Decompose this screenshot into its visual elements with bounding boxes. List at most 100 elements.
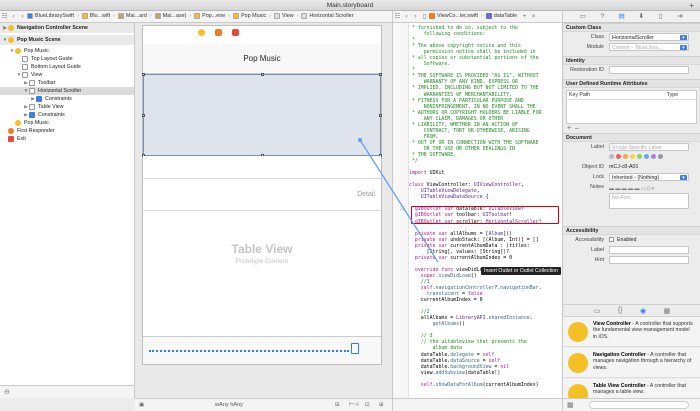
identity-inspector-icon[interactable]: ▤ — [618, 12, 625, 20]
outline-item[interactable]: ▼Pop Music — [0, 47, 134, 55]
resolve-icon[interactable]: ⊡ — [365, 402, 370, 408]
connections-inspector-icon[interactable]: ➔ — [677, 12, 683, 20]
breadcrumb-item[interactable]: Mai...ase)› — [154, 12, 191, 19]
code-line[interactable]: 38 self.navigationController?.navigation… — [409, 285, 562, 291]
ax-label-field[interactable] — [609, 246, 689, 254]
code-line[interactable]: 37 //1 — [409, 279, 562, 285]
swatch-red[interactable] — [616, 154, 621, 159]
code-line[interactable]: 39 currentAlbumIndex = 0 — [409, 297, 562, 303]
swatch-purple[interactable] — [651, 154, 656, 159]
code-line[interactable]: 42 allAlbums = LibraryAPI.sharedInstance… — [409, 315, 562, 321]
code-line[interactable]: Software. — [409, 61, 562, 67]
breadcrumb-item[interactable]: Horizontal Scroller — [301, 12, 353, 19]
library-item[interactable]: Navigation Controller - A controller tha… — [563, 348, 700, 378]
back-button[interactable]: ‹ — [405, 13, 408, 20]
resize-handle[interactable] — [379, 73, 382, 76]
related-items-icon[interactable]: ☷ — [1, 14, 8, 20]
grid-view-icon[interactable]: ▦ — [567, 402, 574, 409]
outline-item[interactable]: ▶Constraints — [0, 111, 134, 119]
storyboard-canvas[interactable]: Pop Music Detail Table View Prototype Co… — [135, 23, 392, 398]
ax-hint-field[interactable] — [609, 256, 689, 264]
horizontal-scroller-view[interactable] — [142, 73, 382, 157]
related-items-icon[interactable]: ☷ — [394, 14, 401, 20]
code-line[interactable]: 51 self.showDataForAlbum(currentAlbumInd… — [409, 382, 562, 388]
code-line[interactable]: FROM, — [409, 134, 562, 140]
breadcrumb-item[interactable]: Blu...wift› — [81, 12, 115, 19]
module-field[interactable]: Current – BlueLibra... — [609, 43, 689, 51]
breadcrumb-item[interactable]: Pop Music› — [233, 12, 271, 19]
size-inspector-icon[interactable]: ▯ — [658, 12, 663, 20]
exit-icon[interactable] — [232, 28, 239, 36]
swatch-none[interactable] — [609, 154, 614, 159]
code-line[interactable]: 11 * The above copyright notice and this — [409, 43, 562, 49]
code-line[interactable]: CONTRACT, TORT OR OTHERWISE, ARISING — [409, 128, 562, 134]
forward-button[interactable]: › — [21, 13, 24, 20]
code-line[interactable]: 47 dataTable.dataSource = self — [409, 358, 562, 364]
udra-table[interactable]: Key Path Type — [566, 90, 697, 124]
code-line[interactable]: NONINFRINGEMENT. IN NO EVENT SHALL THE — [409, 104, 562, 110]
resizing-icon[interactable]: ⊞ — [379, 402, 384, 408]
outline-item[interactable]: ▼Horizontal Scroller — [0, 87, 134, 95]
outline-item[interactable]: ▶Toolbar — [0, 79, 134, 87]
outline-item[interactable]: First Responder — [0, 127, 134, 135]
lock-popup[interactable]: Inherited - (Nothing) — [609, 173, 689, 181]
resize-handle[interactable] — [379, 114, 382, 117]
class-field[interactable]: HorizontalScroller — [609, 33, 689, 41]
disclosure-triangle-icon[interactable]: ▼ — [23, 88, 29, 93]
custom-class-header[interactable]: Custom Class — [563, 23, 700, 32]
code-line[interactable]: WARRANTIES OF MERCHANTABILITY, — [409, 92, 562, 98]
code-line[interactable]: translucent = false — [409, 291, 562, 297]
code-line[interactable]: 41 //2 — [409, 309, 562, 315]
disclosure-triangle-icon[interactable]: ▼ — [9, 48, 15, 53]
notes-format-icons[interactable]: ▬ ▬ ▬ ▬ ▬ ▭ ▯ ≡ — [609, 186, 655, 192]
code-line[interactable]: 44 // 3 — [409, 333, 562, 339]
file-template-icon[interactable]: ▭ — [593, 307, 601, 315]
notes-field[interactable]: No Font — [609, 193, 689, 209]
close-editor-icon[interactable]: × — [531, 13, 536, 20]
code-line[interactable]: 9 * furnished to do so, subject to the — [409, 25, 562, 31]
code-line[interactable]: UITableViewDelegate, — [409, 188, 562, 194]
add-editor-icon[interactable]: + — [522, 13, 527, 20]
disclosure-triangle-icon[interactable]: ▶ — [24, 104, 28, 109]
swatch-blue[interactable] — [644, 154, 649, 159]
filter-icon[interactable]: ⊖ — [4, 389, 10, 396]
outline-item[interactable]: ▼Pop Music Scene — [0, 35, 134, 45]
code-line[interactable]: getAlbums() — [409, 321, 562, 327]
outline-toggle-icon[interactable]: ▣ — [139, 402, 145, 408]
code-line[interactable]: 12 * — [409, 67, 562, 73]
outline-item[interactable]: ▼View — [0, 71, 134, 79]
code-line[interactable]: 14 * IMPLIED, INCLUDING BUT NOT LIMITED … — [409, 85, 562, 91]
forward-button[interactable]: › — [414, 13, 417, 20]
code-line[interactable]: 46 dataTable.delegate = self — [409, 352, 562, 358]
first-responder-icon[interactable] — [215, 28, 222, 36]
library-filter-input[interactable] — [589, 401, 689, 409]
code-line[interactable]: 13 * THE SOFTWARE IS PROVIDED "AS IS", W… — [409, 73, 562, 79]
attributes-inspector-icon[interactable]: ⬇ — [638, 12, 644, 20]
file-inspector-icon[interactable]: ▭ — [579, 12, 586, 20]
code-line[interactable]: 15 * FITNESS FOR A PARTICULAR PURPOSE AN… — [409, 98, 562, 104]
code-line[interactable]: WARRANTY OF ANY KIND, EXPRESS OR — [409, 79, 562, 85]
align-icon[interactable]: ⊟ — [335, 402, 340, 408]
outline-item[interactable]: Pop Music — [0, 119, 134, 127]
split-editor-icon[interactable]: ▯ — [422, 14, 427, 20]
breadcrumb-item[interactable]: BlueLibrarySwift› — [27, 12, 79, 19]
code-line[interactable]: 36 super.viewDidLoad() — [409, 273, 562, 279]
view-controller-scene[interactable]: Pop Music Detail Table View Prototype Co… — [142, 25, 382, 365]
disclosure-triangle-icon[interactable]: ▶ — [24, 112, 28, 117]
disclosure-triangle-icon[interactable]: ▶ — [3, 25, 7, 30]
code-line[interactable]: 17 * LIABILITY, WHETHER IN AN ACTION OF — [409, 122, 562, 128]
remove-attribute-button[interactable]: – — [575, 125, 579, 132]
resize-handle[interactable] — [261, 73, 264, 76]
add-tab-icon[interactable]: + — [689, 1, 694, 10]
library-item[interactable]: Table View Controller - A controller tha… — [563, 379, 700, 398]
swatch-green[interactable] — [637, 154, 642, 159]
code-line[interactable]: 49 view.addSubview(dataTable!) — [409, 370, 562, 376]
pin-icon[interactable]: ⊢⊣ — [349, 402, 359, 408]
code-line[interactable]: 48 dataTable.backgroundView = nil — [409, 364, 562, 370]
resize-handle[interactable] — [142, 73, 145, 76]
assistant-breadcrumb-item[interactable]: ViewCo...ler.swift› — [429, 12, 483, 19]
code-line[interactable]: following conditions: — [409, 31, 562, 37]
add-attribute-button[interactable]: + — [567, 125, 572, 132]
quick-help-icon[interactable]: ? — [600, 12, 605, 20]
code-line[interactable]: * all copies or substantial portions of … — [409, 55, 562, 61]
